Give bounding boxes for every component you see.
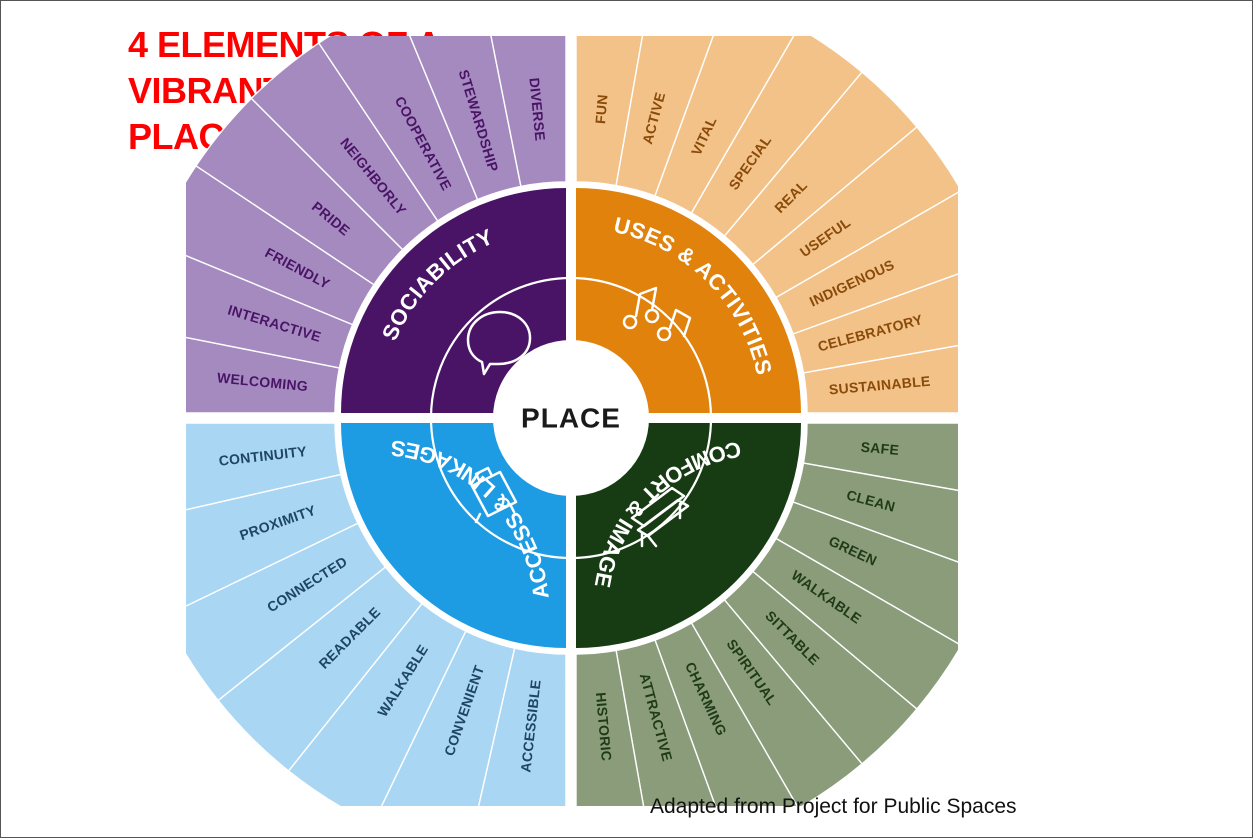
attribute-segment-celebratory [792,259,958,374]
source-credit: Adapted from Project for Public Spaces [650,795,1017,818]
attribute-segment-interactive [186,241,354,369]
attribute-label-safe: SAFE [860,439,900,458]
attribute-segment-active [615,36,730,197]
speech-bubble-icon [466,310,532,376]
quadrant-comfort-image-band [576,423,801,648]
attribute-segment-connected [186,522,387,702]
music-notes-icon [622,286,692,342]
inner-element-ring [341,188,801,648]
quadrant-sociability-attributes: WELCOMINGINTERACTIVEFRIENDLYPRIDENEIGHBO… [186,36,567,414]
quadrant-comfort-image [576,423,801,648]
attribute-segment-cooperative [317,36,479,222]
attribute-segment-continuity [186,422,342,523]
attribute-segment-green [775,501,958,647]
attribute-segment-neighborly [250,42,439,251]
attribute-segment-walkable [287,602,467,806]
quadrant-sociability-band [341,188,566,413]
attribute-segment-clean [792,462,958,577]
attribute-label-fun: FUN [592,94,611,125]
attribute-segment-diverse [478,36,567,188]
outer-attribute-ring: WELCOMINGINTERACTIVEFRIENDLYPRIDENEIGHBO… [186,36,958,806]
attribute-segment-historic [575,649,655,806]
center-label: PLACE [521,402,621,433]
attribute-segment-vital [654,36,800,214]
quadrant-uses-activities-band [576,188,801,413]
attribute-segment-real [723,71,918,266]
quadrant-uses-activities [576,188,801,413]
attribute-segment-friendly [186,164,375,326]
attribute-segment-useful [751,125,958,299]
attribute-segment-sustainable [802,334,958,414]
quadrant-access-linkages [341,423,566,648]
attribute-segment-special [690,36,864,238]
attribute-segment-sittable [723,570,918,765]
attribute-segment-spiritual [690,598,864,806]
attribute-segment-indigenous [775,189,958,335]
attribute-segment-charming [654,622,800,806]
quadrant-comfort-image-attributes: SAFECLEANGREENWALKABLESITTABLESPIRITUALC… [575,422,958,806]
attribute-segment-stewardship [394,36,522,201]
bench-icon [630,486,690,548]
attribute-label-diverse: DIVERSE [526,77,548,142]
attribute-segment-pride [195,97,404,286]
attribute-segment-convenient [371,630,516,806]
attribute-label-historic: HISTORIC [593,692,615,762]
quadrant-access-linkages-band [341,423,566,648]
quadrant-sociability [341,188,566,413]
luggage-icon [470,466,518,524]
quadrant-access-linkages-attributes: ACCESSIBLECONVENIENTWALKABLEREADABLECONN… [186,422,567,806]
attribute-segment-walkable [751,537,958,711]
attribute-segment-readable [217,566,423,772]
center-circle [493,340,649,496]
